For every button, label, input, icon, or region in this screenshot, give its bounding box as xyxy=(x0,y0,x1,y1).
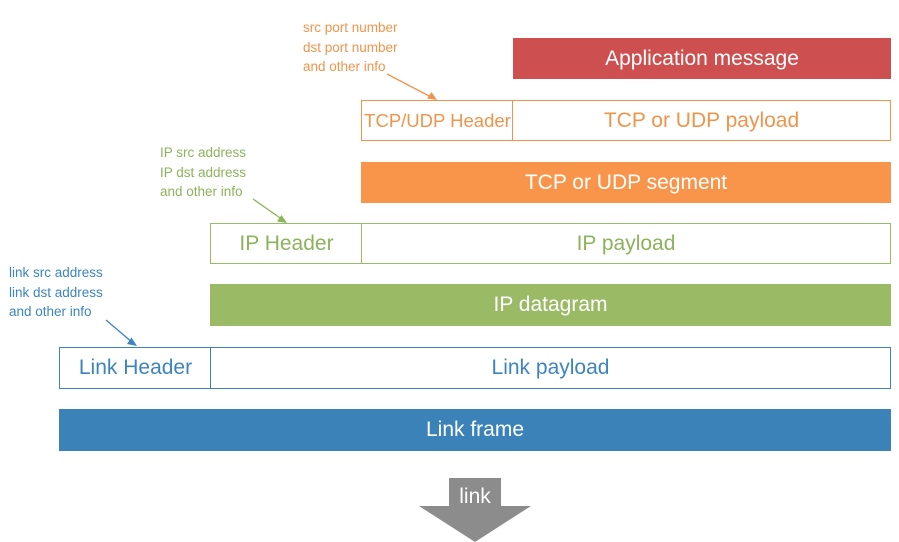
note-line: src port number xyxy=(303,20,398,35)
tcp-udp-segment-label: TCP or UDP segment xyxy=(524,170,728,194)
link-payload-box: Link payload xyxy=(210,347,891,389)
down-arrow-label: link xyxy=(459,485,491,508)
ip-header-note: IP src address IP dst address and other … xyxy=(160,143,246,202)
ip-payload-box: IP payload xyxy=(361,223,891,264)
ip-header-box: IP Header xyxy=(210,223,363,264)
note-line: and other info xyxy=(9,304,92,319)
link-payload-label: Link payload xyxy=(491,356,610,379)
ip-pointer-arrow xyxy=(252,198,287,223)
note-line: IP src address xyxy=(160,145,247,160)
link-pointer-arrow xyxy=(105,319,137,346)
transport-pointer-arrow xyxy=(386,73,437,100)
application-message-label: Application message xyxy=(605,46,799,70)
application-message-box: Application message xyxy=(513,38,891,79)
transport-header-note: src port number dst port number and othe… xyxy=(303,18,398,77)
note-line: and other info xyxy=(303,59,386,74)
link-header-note: link src address link dst address and ot… xyxy=(9,263,103,322)
link-frame-box: Link frame xyxy=(59,409,891,451)
link-frame-label: Link frame xyxy=(425,418,525,441)
link-header-box: Link Header xyxy=(59,347,212,389)
down-arrow-icon xyxy=(419,478,531,542)
ip-header-label: IP Header xyxy=(239,231,334,255)
ip-datagram-label: IP datagram xyxy=(493,293,608,316)
tcp-udp-header-label: TCP/UDP Header xyxy=(364,109,511,131)
note-line: and other info xyxy=(160,184,243,199)
tcp-udp-payload-label: TCP or UDP payload xyxy=(603,108,800,132)
note-line: link dst address xyxy=(9,284,103,300)
tcp-udp-payload-box: TCP or UDP payload xyxy=(512,100,891,141)
ip-payload-label: IP payload xyxy=(576,231,676,255)
tcp-udp-header-box: TCP/UDP Header xyxy=(361,100,514,141)
note-line: dst port number xyxy=(303,39,398,55)
link-header-label: Link Header xyxy=(78,356,193,379)
ip-datagram-box: IP datagram xyxy=(210,284,891,326)
tcp-udp-segment-box: TCP or UDP segment xyxy=(361,162,891,203)
note-line: IP dst address xyxy=(160,164,247,180)
note-line: link src address xyxy=(9,265,103,280)
